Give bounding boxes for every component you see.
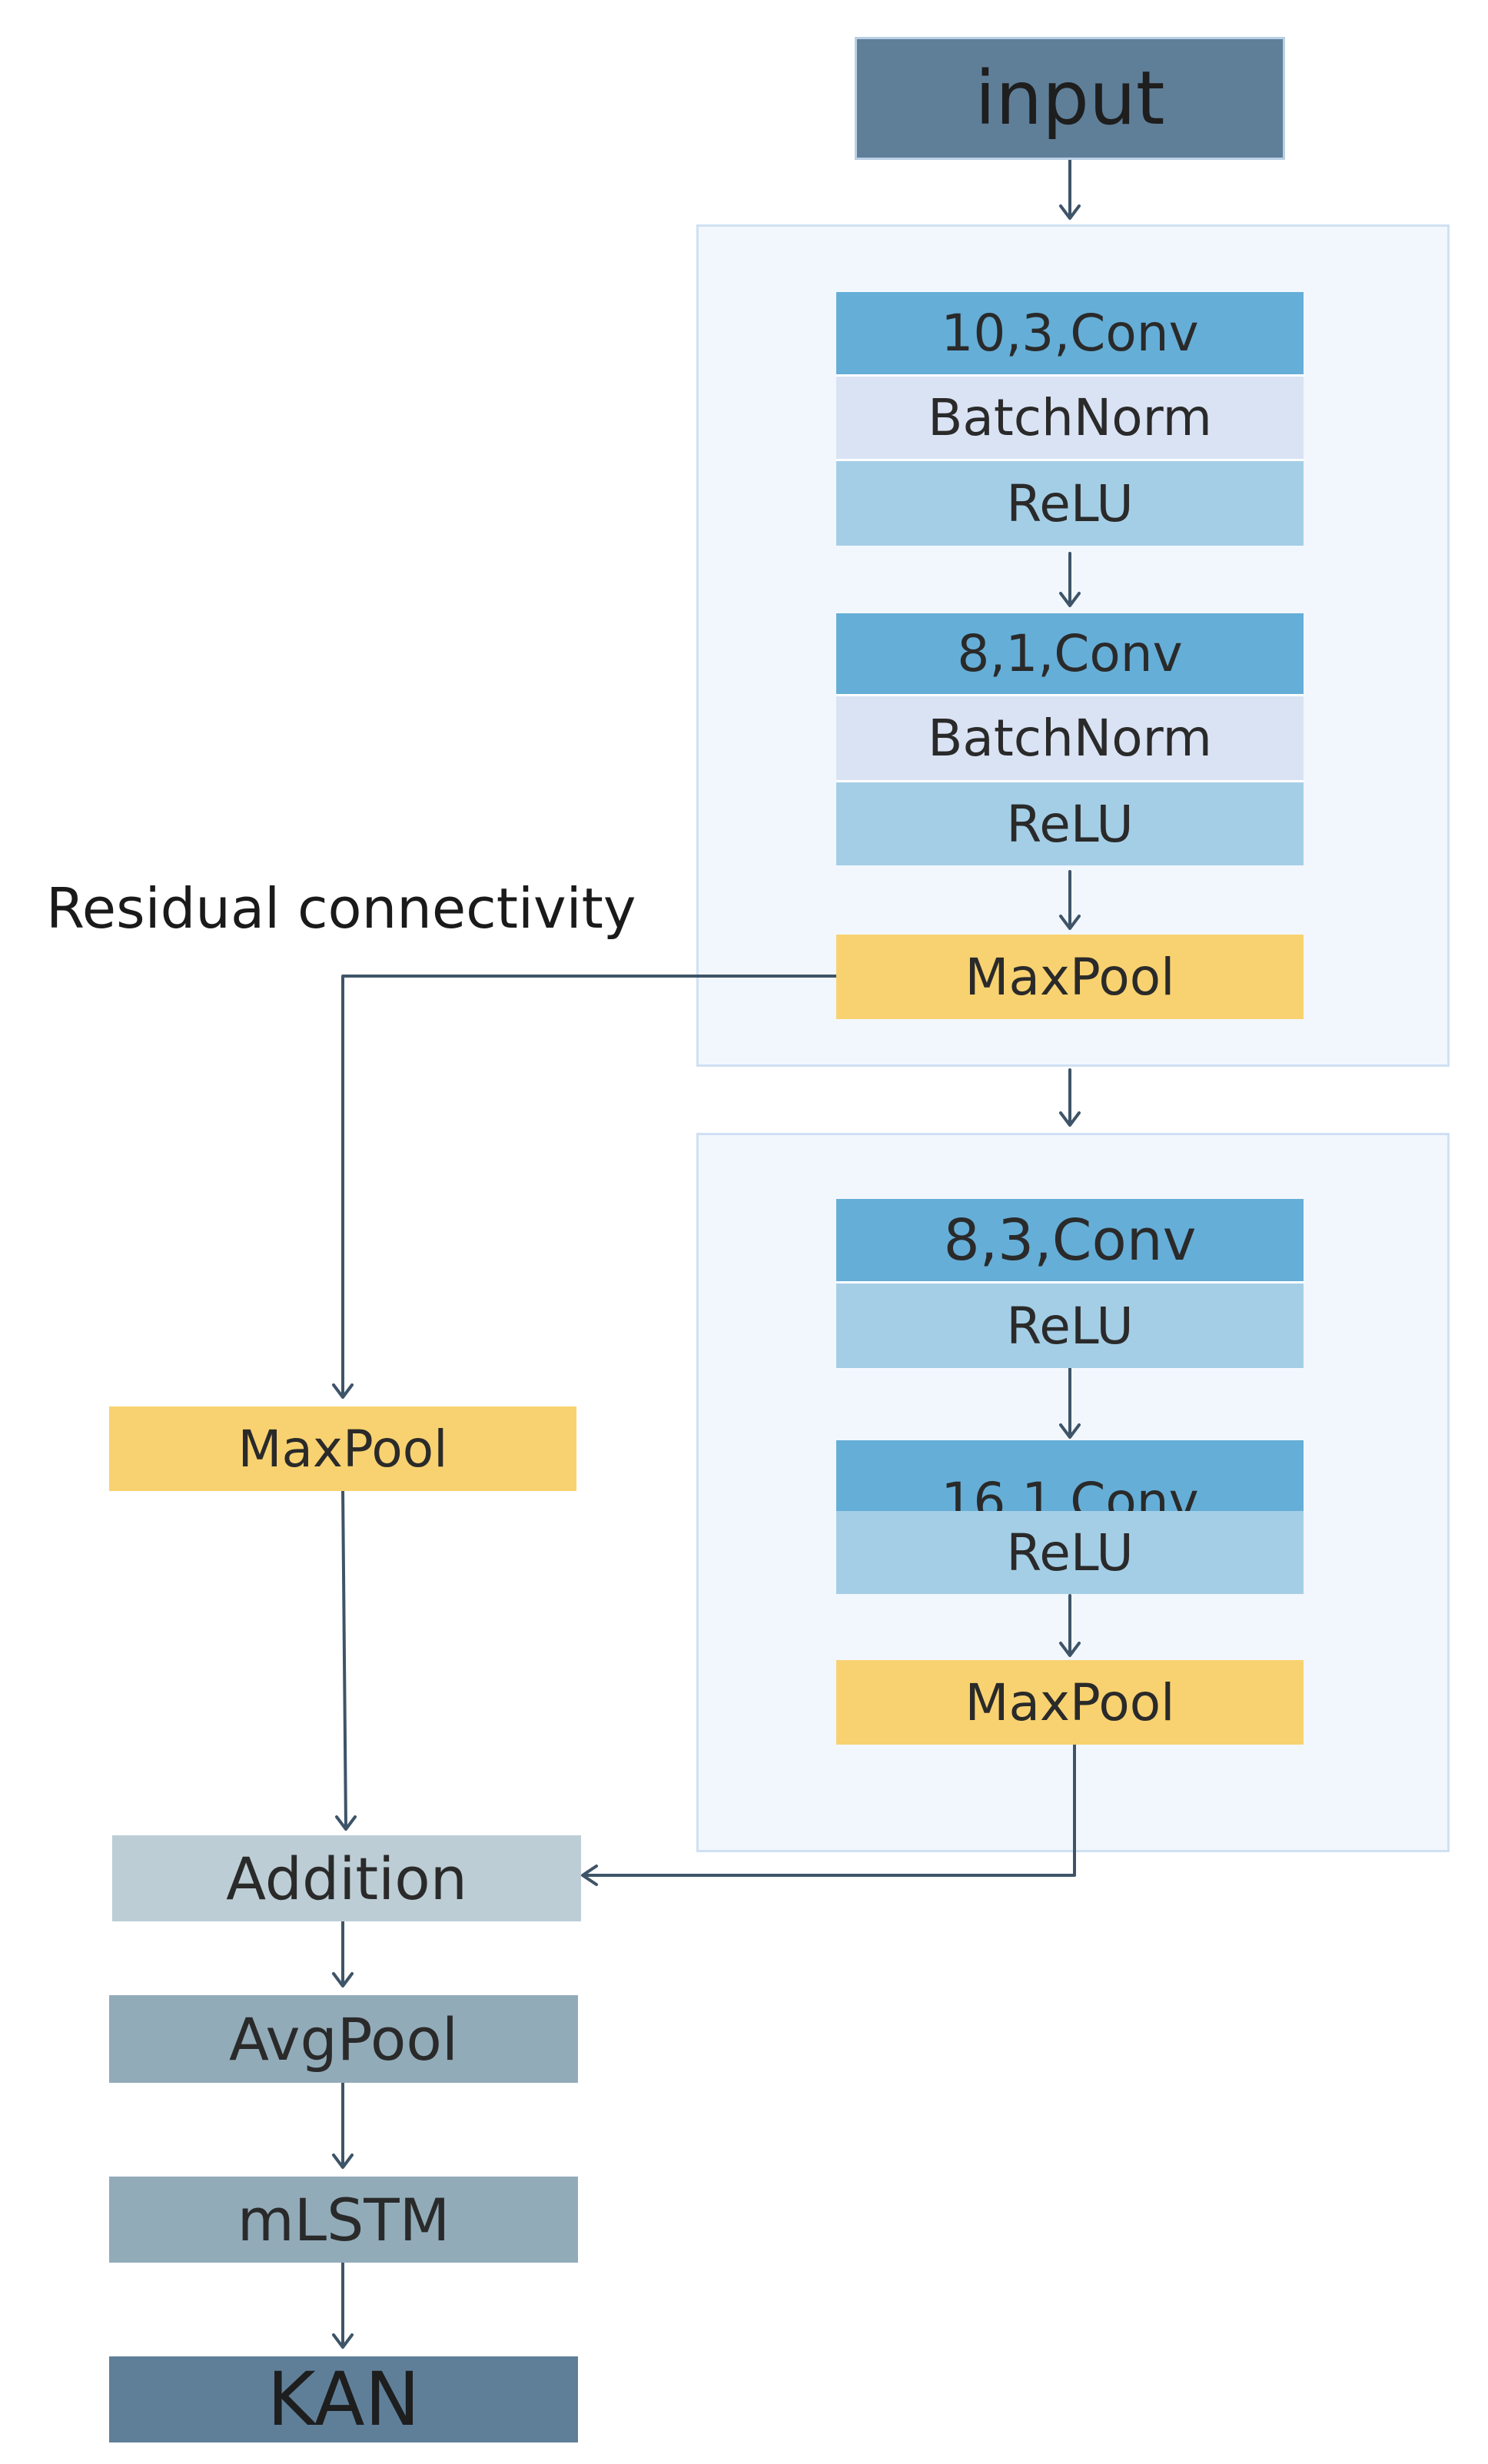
block1-layer1-conv: 10,3,Conv (836, 292, 1304, 377)
block2-layer1-conv: 8,3,Conv (836, 1199, 1304, 1283)
block1-layer1-conv-label: 10,3,Conv (941, 304, 1199, 363)
block2-layer2-conv-label: 16,1,Conv (941, 1472, 1199, 1511)
block2-layer2-conv: 16,1,Conv (836, 1440, 1304, 1511)
avgpool-node: AvgPool (109, 1995, 578, 2083)
block1-layer2-conv: 8,1,Conv (836, 613, 1304, 696)
arrow-residual-to-maxpool (341, 975, 838, 1397)
block1-layer1-batchnorm: BatchNorm (836, 377, 1304, 461)
kan-label: KAN (267, 2356, 420, 2442)
block1-layer1-relu: ReLU (836, 461, 1304, 546)
residual-maxpool: MaxPool (109, 1406, 576, 1491)
addition-node: Addition (112, 1835, 581, 1921)
block2-maxpool-label: MaxPool (965, 1672, 1175, 1732)
avgpool-label: AvgPool (229, 2004, 458, 2074)
block1-maxpool: MaxPool (836, 935, 1304, 1019)
input-label: input (975, 55, 1165, 141)
block2-layer1-relu-label: ReLU (1006, 1296, 1134, 1356)
block2-maxpool: MaxPool (836, 1660, 1304, 1745)
mlstm-label: mLSTM (237, 2185, 450, 2254)
arrow-block2-to-addition (583, 1740, 1076, 1877)
block1-layer2-relu: ReLU (836, 782, 1304, 865)
block1-layer2-conv-label: 8,1,Conv (957, 624, 1183, 683)
block2-layer2-relu: ReLU (836, 1511, 1304, 1594)
arrow-residual-pool-to-addition (341, 1486, 347, 1829)
block1-layer1-relu-label: ReLU (1006, 473, 1134, 533)
block1-layer1-batchnorm-label: BatchNorm (928, 388, 1212, 447)
input-node: input (855, 37, 1285, 160)
block1-layer2-relu-label: ReLU (1006, 794, 1134, 854)
block1-layer2-batchnorm-label: BatchNorm (928, 709, 1212, 768)
block2-layer2-relu-label: ReLU (1006, 1523, 1134, 1582)
addition-label: Addition (226, 1844, 467, 1913)
residual-connectivity-label: Residual connectivity (46, 876, 636, 941)
block1-maxpool-label: MaxPool (965, 947, 1175, 1007)
residual-maxpool-label: MaxPool (237, 1419, 448, 1479)
block2-layer1-relu: ReLU (836, 1283, 1304, 1368)
mlstm-node: mLSTM (109, 2177, 578, 2263)
block2-layer1-conv-label: 8,3,Conv (943, 1207, 1197, 1274)
kan-node: KAN (109, 2356, 578, 2442)
block1-layer2-batchnorm: BatchNorm (836, 696, 1304, 782)
